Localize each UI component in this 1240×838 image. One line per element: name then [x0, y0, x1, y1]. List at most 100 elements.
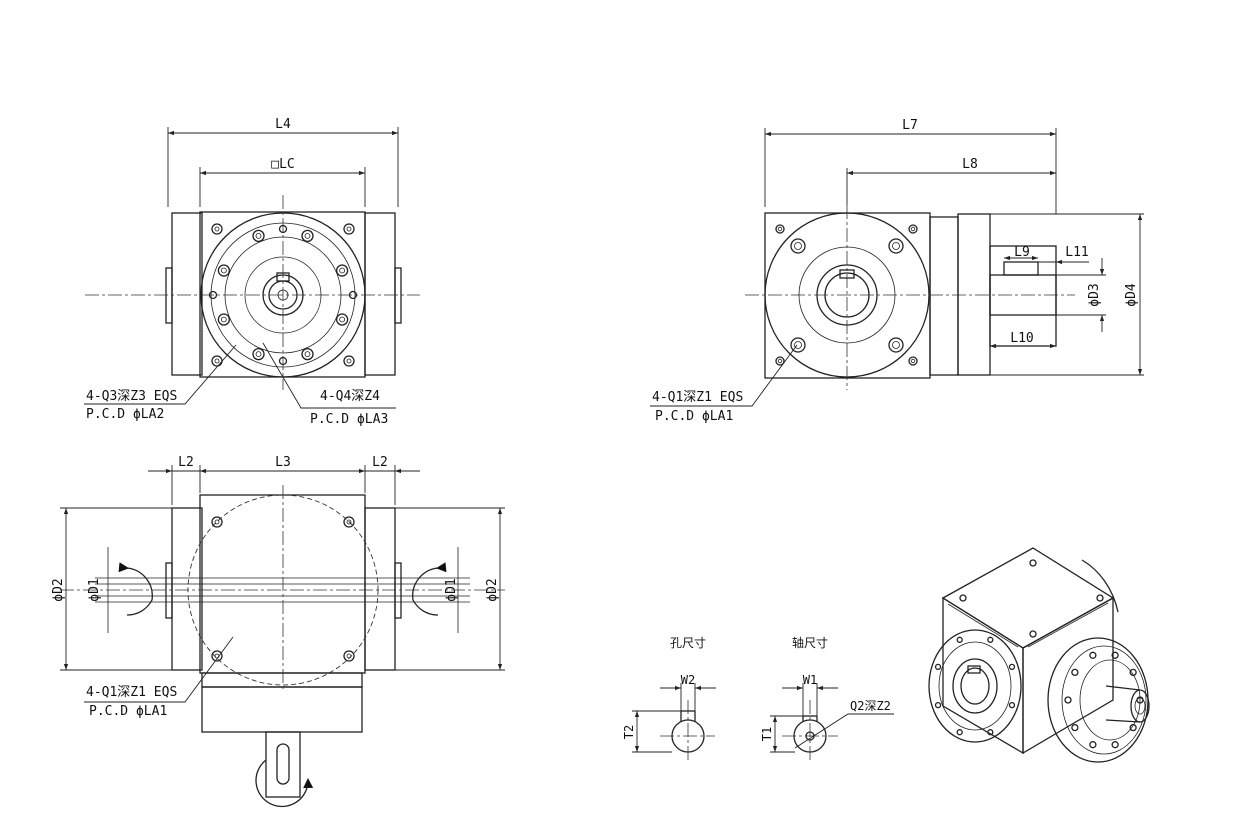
shaft-note-q2: Q2深Z2 [850, 699, 891, 713]
dim-l2-right: L2 [372, 455, 388, 470]
bolt-hole [252, 229, 265, 243]
bolt-hole [335, 264, 349, 277]
dim-d2-right: ϕD2 [485, 578, 500, 601]
dim-d1-right: ϕD1 [444, 578, 459, 601]
dim-l11: L11 [1065, 245, 1088, 260]
bolt-hole [790, 337, 806, 353]
bolt-hole-inner [794, 242, 802, 250]
bolt-hole [1071, 668, 1079, 677]
bolt-hole-inner [339, 316, 346, 323]
dim-d3: ϕD3 [1087, 283, 1102, 306]
bolt-hole [1008, 663, 1016, 671]
bolt-hole-inner [220, 267, 227, 274]
bolt-hole-inner [910, 226, 916, 232]
dim-l3: L3 [275, 455, 291, 470]
dim-lc: □LC [271, 157, 294, 172]
bolt-hole [775, 224, 785, 234]
dim-l8: L8 [962, 157, 978, 172]
bolt-hole-inner [214, 358, 220, 364]
bolt-hole-inner [214, 226, 220, 232]
dim-l9: L9 [1014, 245, 1030, 260]
bolt-hole [343, 516, 355, 528]
bolt-hole [1064, 696, 1072, 704]
bolt-hole [1008, 701, 1016, 709]
bolt-hole-inner [346, 653, 352, 659]
dim-l4: L4 [275, 117, 291, 132]
bolt-hole [343, 650, 355, 662]
bolt-hole-inner [214, 519, 220, 525]
bolt-hole [987, 729, 994, 736]
dim-d4: ϕD4 [1124, 283, 1139, 307]
bolt-hole [959, 594, 967, 602]
shaft-dim-t1: T1 [760, 727, 774, 741]
note-q1-line2: P.C.D ϕLA1 [655, 409, 733, 424]
note-q3-line1: 4-Q3深Z3 EQS [86, 389, 177, 404]
bolt-hole [1029, 630, 1037, 638]
bolt-hole [987, 636, 994, 643]
dim-l7: L7 [902, 118, 918, 133]
bolt-hole [217, 313, 231, 326]
bolt-hole-inner [777, 358, 783, 364]
dim-l2-left: L2 [178, 455, 194, 470]
bolt-hole [934, 701, 942, 709]
bolt-hole [1129, 668, 1137, 677]
bolt-hole [252, 347, 265, 361]
note-q1-line1: 4-Q1深Z1 EQS [86, 685, 177, 700]
bolt-hole [301, 229, 314, 243]
bolt-hole [1029, 559, 1037, 567]
note-q4-line1: 4-Q4深Z4 [320, 389, 380, 404]
bolt-hole [908, 356, 918, 366]
bolt-hole [301, 347, 314, 361]
bolt-hole [888, 238, 904, 254]
bolt-hole-inner [304, 351, 311, 358]
side-view: L7 L8 L9 L11 L10 ϕD3 ϕD4 4-Q1深Z1 EQS P.C… [650, 118, 1144, 424]
bolt-hole [211, 516, 223, 528]
bolt-hole [211, 223, 223, 235]
note-q1-line1: 4-Q1深Z1 EQS [652, 390, 743, 405]
top-view: L2 L3 L2 ϕD2 ϕD2 ϕD1 ϕD1 4-Q1深Z1 EQS P.C… [51, 455, 505, 808]
bolt-hole-inner [794, 341, 802, 349]
hole-detail-title: 孔尺寸 [670, 636, 706, 650]
bolt-hole [1089, 651, 1097, 659]
bolt-hole-inner [255, 351, 262, 358]
bolt-hole [956, 636, 963, 643]
dim-l10: L10 [1010, 331, 1033, 346]
hole-detail: 孔尺寸 W2 T2 [622, 636, 716, 760]
shaft-dim-w1: W1 [803, 673, 817, 687]
bolt-hole-inner [255, 232, 262, 239]
bolt-hole [888, 337, 904, 353]
bolt-hole-inner [892, 242, 900, 250]
bolt-hole [1089, 741, 1097, 749]
shaft-detail-title: 轴尺寸 [792, 635, 828, 650]
bolt-hole-inner [346, 358, 352, 364]
dim-d1-left: ϕD1 [87, 578, 102, 601]
bolt-hole [956, 729, 963, 736]
bolt-hole [908, 224, 918, 234]
dim-d2-left: ϕD2 [51, 578, 66, 601]
bolt-hole-inner [910, 358, 916, 364]
note-q3-line2: P.C.D ϕLA2 [86, 407, 164, 422]
note-q1-line2: P.C.D ϕLA1 [89, 704, 167, 719]
bolt-hole-inner [346, 226, 352, 232]
bolt-hole [1071, 723, 1079, 732]
hole-dim-w2: W2 [681, 673, 695, 687]
bolt-hole [211, 650, 223, 662]
bolt-hole [790, 238, 806, 254]
bolt-hole-inner [777, 226, 783, 232]
bolt-hole [1096, 594, 1104, 602]
hole-dim-t2: T2 [622, 725, 636, 739]
bolt-hole [335, 313, 349, 326]
bolt-hole [211, 355, 223, 367]
isometric-view [928, 547, 1150, 763]
bolt-hole [775, 356, 785, 366]
bolt-hole [934, 663, 942, 671]
bolt-hole [343, 223, 355, 235]
note-q4-line2: P.C.D ϕLA3 [310, 412, 388, 427]
bolt-hole-inner [220, 316, 227, 323]
bolt-hole [343, 355, 355, 367]
bolt-hole [1129, 723, 1137, 732]
shaft-detail: 轴尺寸 W1 T1 Q2深Z2 [760, 635, 894, 760]
bolt-hole-inner [346, 519, 352, 525]
bolt-hole-inner [339, 267, 346, 274]
